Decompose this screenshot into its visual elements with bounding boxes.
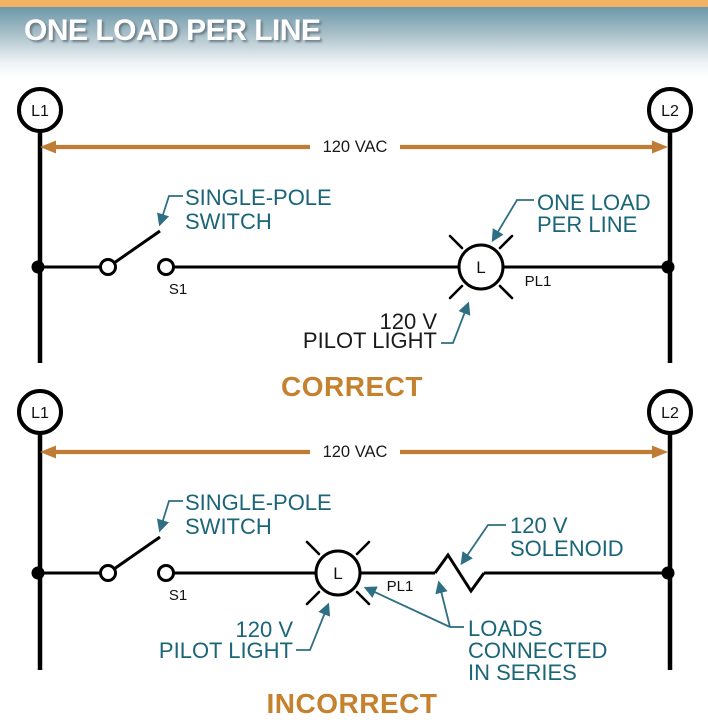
- switch-contact-left: [99, 564, 117, 582]
- verdict-correct-label: CORRECT: [281, 371, 423, 402]
- switch-contact-left: [99, 258, 117, 276]
- l2-terminal: [647, 87, 693, 133]
- voltage-label: 120 VAC: [323, 138, 388, 156]
- pilot-light-callout: 120 V PILOT LIGHT: [303, 301, 471, 353]
- pilot-light-callout: 120 V PILOT LIGHT: [159, 602, 331, 663]
- pilot-callout-line1: 120 V: [236, 617, 294, 642]
- series-callout-line3: IN SERIES: [468, 660, 577, 685]
- series-loads-callout: LOADS CONNECTED IN SERIES: [363, 580, 607, 685]
- ray-upper-right: [355, 540, 371, 556]
- series-leader-arrow-to-solenoid: [435, 580, 451, 628]
- pilot-light-rays: [305, 540, 371, 606]
- switch-callout-line1: SINGLE-POLE: [185, 185, 332, 210]
- pilot-callout-line2: PILOT LIGHT: [159, 638, 293, 663]
- switch-ref-label: S1: [169, 587, 187, 604]
- pilot-callout-leader-arrow: [296, 602, 331, 651]
- switch-callout-line2: SWITCH: [185, 209, 272, 234]
- switch-blade: [113, 229, 161, 265]
- diagram-correct: L1 L2 120 VAC L: [17, 87, 693, 402]
- switch-callout-leader-arrow: [156, 500, 183, 533]
- pilot-callout-line2: PILOT LIGHT: [303, 328, 437, 353]
- switch-callout-line2: SWITCH: [185, 514, 272, 539]
- solenoid-leader-arrow: [460, 524, 506, 566]
- series-callout-line1: LOADS: [468, 616, 543, 641]
- series-leader-arrow-to-pilot: [363, 586, 451, 628]
- solenoid-symbol: [433, 552, 486, 594]
- ray-upper-left: [448, 234, 464, 250]
- l1-terminal-label: L1: [31, 103, 49, 120]
- l1-terminal: [17, 389, 63, 435]
- one-load-callout: ONE LOAD PER LINE: [491, 190, 651, 243]
- switch-contact-right: [157, 258, 175, 276]
- ray-lower-left: [305, 590, 321, 606]
- voltage-label: 120 VAC: [323, 443, 388, 461]
- l2-terminal-label: L2: [661, 103, 679, 120]
- ladder-diagram-canvas: L1 L2 120 VAC L: [17, 87, 693, 719]
- voltage-arrowhead-left: [40, 140, 56, 154]
- switch-blade: [113, 535, 161, 571]
- one-load-callout-line1: ONE LOAD: [537, 190, 651, 215]
- series-callout-line2: CONNECTED: [468, 638, 607, 663]
- switch-callout: SINGLE-POLE SWITCH: [157, 185, 332, 234]
- voltage-arrowhead-left: [40, 445, 56, 459]
- l2-terminal: [647, 389, 693, 435]
- l1-terminal-label: L1: [31, 405, 49, 422]
- switch-ref-label: S1: [169, 281, 187, 298]
- one-load-callout-line2: PER LINE: [537, 212, 637, 237]
- switch-callout-line1: SINGLE-POLE: [185, 490, 332, 515]
- ray-upper-left: [305, 540, 321, 556]
- header-gradient: ONE LOAD PER LINE: [0, 7, 708, 78]
- header-accent-strip: [0, 0, 708, 7]
- header-banner: ONE LOAD PER LINE: [0, 0, 708, 78]
- circuit-rung: L: [31, 535, 675, 606]
- solenoid-callout-line2: SOLENOID: [510, 536, 624, 561]
- pilot-light-rays: [448, 234, 514, 300]
- pilot-callout-line1: 120 V: [380, 309, 438, 334]
- solenoid-callout-line1: 120 V: [510, 513, 568, 538]
- diagram-incorrect: L1 L2 120 VAC L: [17, 389, 693, 719]
- switch-callout: SINGLE-POLE SWITCH: [156, 490, 332, 539]
- verdict-incorrect-label: INCORRECT: [267, 688, 438, 719]
- pilot-callout-leader-arrow: [441, 301, 471, 344]
- pilot-ref-label: PL1: [525, 273, 552, 290]
- page-title: ONE LOAD PER LINE: [24, 14, 321, 47]
- one-load-leader-arrow: [491, 199, 534, 243]
- ray-lower-right: [355, 590, 371, 606]
- pilot-light-letter: L: [333, 564, 342, 583]
- pilot-light-letter: L: [476, 258, 485, 277]
- switch-contact-right: [157, 564, 175, 582]
- circuit-rung: L: [31, 229, 675, 300]
- switch-callout-leader-arrow: [157, 195, 183, 227]
- voltage-dimension-arrow: 120 VAC: [40, 443, 668, 461]
- ray-lower-left: [448, 284, 464, 300]
- ray-upper-right: [498, 234, 514, 250]
- ray-lower-right: [498, 284, 514, 300]
- voltage-arrowhead-right: [652, 445, 668, 459]
- voltage-arrowhead-right: [652, 140, 668, 154]
- voltage-dimension-arrow: 120 VAC: [40, 138, 668, 156]
- l1-terminal: [17, 87, 63, 133]
- solenoid-callout: 120 V SOLENOID: [460, 513, 624, 566]
- l2-terminal-label: L2: [661, 405, 679, 422]
- pilot-ref-label: PL1: [387, 578, 414, 595]
